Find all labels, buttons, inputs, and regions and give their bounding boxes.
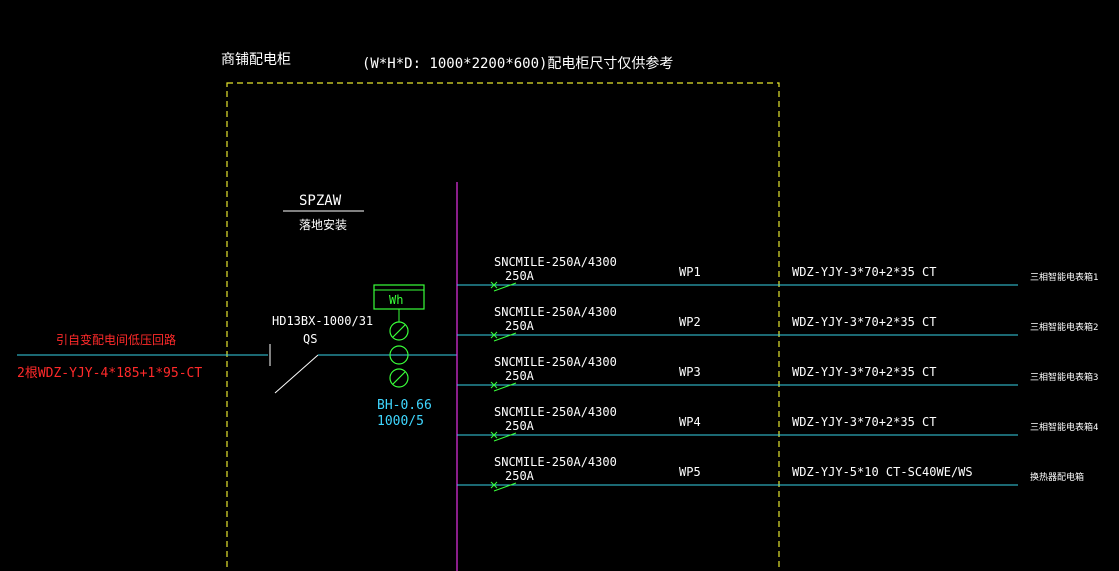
circuit-cable: WDZ-YJY-5*10 CT-SC40WE/WS xyxy=(792,465,973,479)
breaker-model: SNCMILE-250A/4300 xyxy=(494,305,617,319)
circuit-id: WP4 xyxy=(679,415,701,429)
circuit-load: 三相智能电表箱3 xyxy=(1030,371,1098,383)
breaker-model: SNCMILE-250A/4300 xyxy=(494,405,617,419)
cabinet-model: SPZAW xyxy=(299,193,342,209)
circuit-cable: WDZ-YJY-3*70+2*35 CT xyxy=(792,365,937,379)
breaker-icon xyxy=(490,381,517,392)
circuit-load: 三相智能电表箱1 xyxy=(1030,271,1098,283)
main-switch-model: HD13BX-1000/31 xyxy=(272,314,373,328)
breaker-icon xyxy=(490,331,517,342)
main-switch-label: QS xyxy=(303,332,317,346)
breaker-current: 250A xyxy=(505,469,535,483)
cabinet-install: 落地安装 xyxy=(299,217,347,232)
incoming-cable: 2根WDZ-YJY-4*185+1*95-CT xyxy=(17,366,202,381)
circuit-cable: WDZ-YJY-3*70+2*35 CT xyxy=(792,315,937,329)
breaker-current: 250A xyxy=(505,419,535,433)
circuit-id: WP3 xyxy=(679,365,701,379)
incoming-source: 引自变配电间低压回路 xyxy=(56,332,176,347)
breaker-model: SNCMILE-250A/4300 xyxy=(494,355,617,369)
main-switch-blade xyxy=(274,354,319,394)
breaker-icon xyxy=(490,481,517,492)
breaker-model: SNCMILE-250A/4300 xyxy=(494,255,617,269)
ct-ratio: 1000/5 xyxy=(377,414,424,429)
cabinet-frame xyxy=(226,82,780,571)
circuit-id: WP1 xyxy=(679,265,701,279)
breaker-current: 250A xyxy=(505,269,535,283)
cabinet-title: 商铺配电柜 xyxy=(221,52,291,68)
circuit-load: 三相智能电表箱2 xyxy=(1030,321,1098,333)
circuit-load: 换热器配电箱 xyxy=(1030,471,1084,483)
ct-model: BH-0.66 xyxy=(377,398,432,413)
energy-meter-label: Wh xyxy=(389,293,403,307)
circuit-cable: WDZ-YJY-3*70+2*35 CT xyxy=(792,265,937,279)
breaker-model: SNCMILE-250A/4300 xyxy=(494,455,617,469)
breaker-current: 250A xyxy=(505,319,535,333)
circuit-id: WP2 xyxy=(679,315,701,329)
breaker-current: 250A xyxy=(505,369,535,383)
circuit-cable: WDZ-YJY-3*70+2*35 CT xyxy=(792,415,937,429)
current-transformer-icon xyxy=(389,321,409,388)
circuit-load: 三相智能电表箱4 xyxy=(1030,421,1098,433)
circuit-id: WP5 xyxy=(679,465,701,479)
cabinet-size-note: (W*H*D: 1000*2200*600)配电柜尺寸仅供参考 xyxy=(362,55,673,72)
breaker-icon xyxy=(490,281,517,292)
breaker-icon xyxy=(490,431,517,442)
